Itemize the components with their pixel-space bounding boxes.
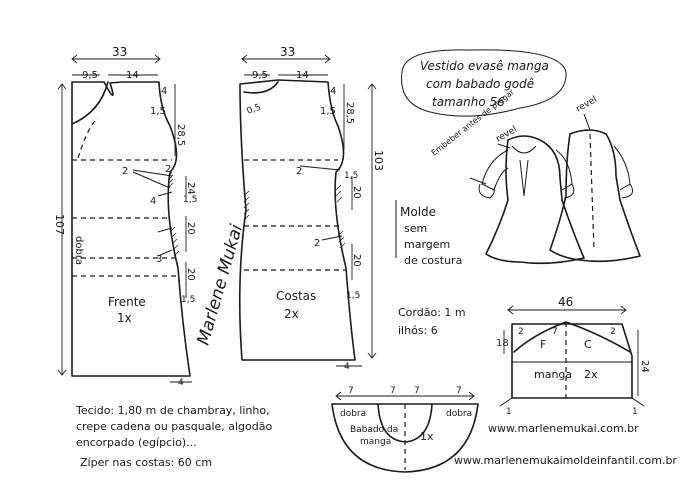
notes-block: Molde sem margem de costura Cordão: 1 m … [395, 200, 466, 337]
front-neckline [71, 81, 109, 125]
back-total-len: 103 [372, 150, 385, 171]
front-side-top: 4 [161, 86, 167, 97]
back-dress-icon [549, 129, 641, 263]
back-top-right: 14 [296, 70, 309, 81]
fabric-notes: Tecido: 1,80 m de chambray, linho, crepe… [75, 404, 272, 469]
back-piece: 33 9,5 14 0,5 4 1,5 28,5 2 1,5 2 [238, 45, 385, 372]
revel-front: revel [495, 125, 519, 145]
ilhos: ilhós: 6 [398, 324, 438, 337]
title-bubble [401, 49, 567, 117]
back-armhole: 1,5 [320, 106, 336, 117]
front-armhole: 1,5 [150, 106, 166, 117]
ruffle-piece-line2: manga [360, 437, 391, 447]
dress-illustration: Embeber antes de pregar revel revel [430, 87, 641, 265]
fabric-line2: crepe cadena ou pasquale, algodão [76, 420, 272, 433]
ruffle-outer [331, 403, 479, 473]
back-m-2: 2 [296, 166, 302, 177]
molde-line2: sem [404, 222, 427, 235]
site-link-2[interactable]: www.marlenemukaimoldeinfantil.com.br [454, 454, 677, 467]
ruffle-m-7b: 7 [390, 386, 396, 396]
sleeve-qty: 2x [584, 368, 598, 381]
front-m-4: 4 [150, 196, 156, 207]
title-size: tamanho 56 [432, 95, 505, 109]
site-link-1[interactable]: www.marlenemukai.com.br [488, 422, 639, 435]
front-fold: dobra [73, 236, 84, 265]
title-block: Vestido evasê manga com babado godê tama… [401, 49, 567, 117]
molde-line3: margem [404, 238, 450, 251]
ruffle-m-7c: 7 [414, 386, 420, 396]
front-m-24: 24 [185, 182, 196, 195]
back-m-20b: 20 [351, 254, 362, 267]
front-m-2b: 2 [165, 164, 171, 175]
sleeve-m-7: 7 [552, 327, 558, 337]
ruffle-piece-line1: Babado da [350, 425, 398, 435]
front-top-left: 9,5 [82, 70, 98, 81]
back-m-2b: 2 [314, 238, 320, 249]
front-m-1-5b: 1,5 [181, 295, 195, 305]
fabric-line4: Zíper nas costas: 60 cm [80, 456, 212, 469]
sleeve-label-f: F [540, 338, 546, 351]
revel-back: revel [575, 95, 599, 115]
back-hem-ext: 4 [344, 362, 350, 372]
back-m-20a: 20 [351, 186, 362, 199]
front-piece: 33 9,5 14 [53, 45, 197, 388]
back-side-top: 4 [330, 86, 336, 97]
front-bodice-len: 28,5 [175, 124, 186, 146]
molde-line4: de costura [404, 254, 462, 267]
ruffle-qty: 1x [420, 430, 434, 443]
back-m-1-5b: 1,5 [346, 291, 360, 301]
front-m-20a: 20 [185, 222, 196, 235]
cordao: Cordão: 1 m [398, 306, 466, 319]
back-piece-label: Costas [276, 289, 316, 303]
sleeve-piece: 46 7 2 2 18 24 F C manga 2x 1 1 [496, 295, 650, 417]
front-dress-icon [485, 135, 585, 265]
ruffle-piece: 7 7 7 7 dobra dobra Babado da manga 1x [331, 386, 479, 473]
front-hem-ext: 4 [178, 378, 184, 388]
sleeve-width: 46 [558, 295, 573, 309]
front-piece-label: Frente [108, 295, 146, 309]
sleeve-m-2b: 2 [610, 327, 616, 337]
back-qty: 2x [284, 307, 299, 321]
sleeve-m-18: 18 [496, 338, 509, 349]
title-line2: com babado godê [426, 77, 534, 91]
front-m-3: 3 [156, 254, 162, 265]
front-width: 33 [112, 45, 127, 59]
sleeve-piece-label: manga [534, 368, 572, 381]
molde-line1: Molde [400, 205, 436, 219]
back-top-left: 9,5 [252, 70, 268, 81]
front-m-2a: 2 [122, 166, 128, 177]
front-m-1-5a: 1,5 [183, 195, 197, 205]
sleeve-edge-l: 1 [506, 407, 512, 417]
ruffle-m-7d: 7 [456, 386, 462, 396]
front-qty: 1x [117, 311, 132, 325]
back-width: 33 [280, 45, 295, 59]
title-line1: Vestido evasê manga [420, 59, 549, 73]
sleeve-label-c: C [584, 338, 592, 351]
back-bodice-len: 28,5 [344, 102, 355, 124]
ruffle-m-7a: 7 [348, 386, 354, 396]
ruffle-fold-r: dobra [446, 409, 472, 419]
ruffle-fold-l: dobra [340, 409, 366, 419]
front-outline [71, 81, 191, 377]
back-neckline [243, 81, 279, 94]
sleeve-m-24: 24 [639, 360, 650, 373]
front-m-20b: 20 [185, 268, 196, 281]
back-m-1-5a: 1,5 [344, 171, 358, 181]
front-total-len: 107 [53, 214, 66, 235]
sleeve-edge-r: 1 [632, 407, 638, 417]
fabric-line3: encorpado (egípcio)... [76, 436, 197, 449]
fabric-line1: Tecido: 1,80 m de chambray, linho, [75, 404, 270, 417]
back-neck: 0,5 [246, 103, 263, 117]
signature: Marlene Mukai [194, 222, 248, 347]
sleeve-m-2a: 2 [518, 327, 524, 337]
front-top-right: 14 [126, 70, 139, 81]
